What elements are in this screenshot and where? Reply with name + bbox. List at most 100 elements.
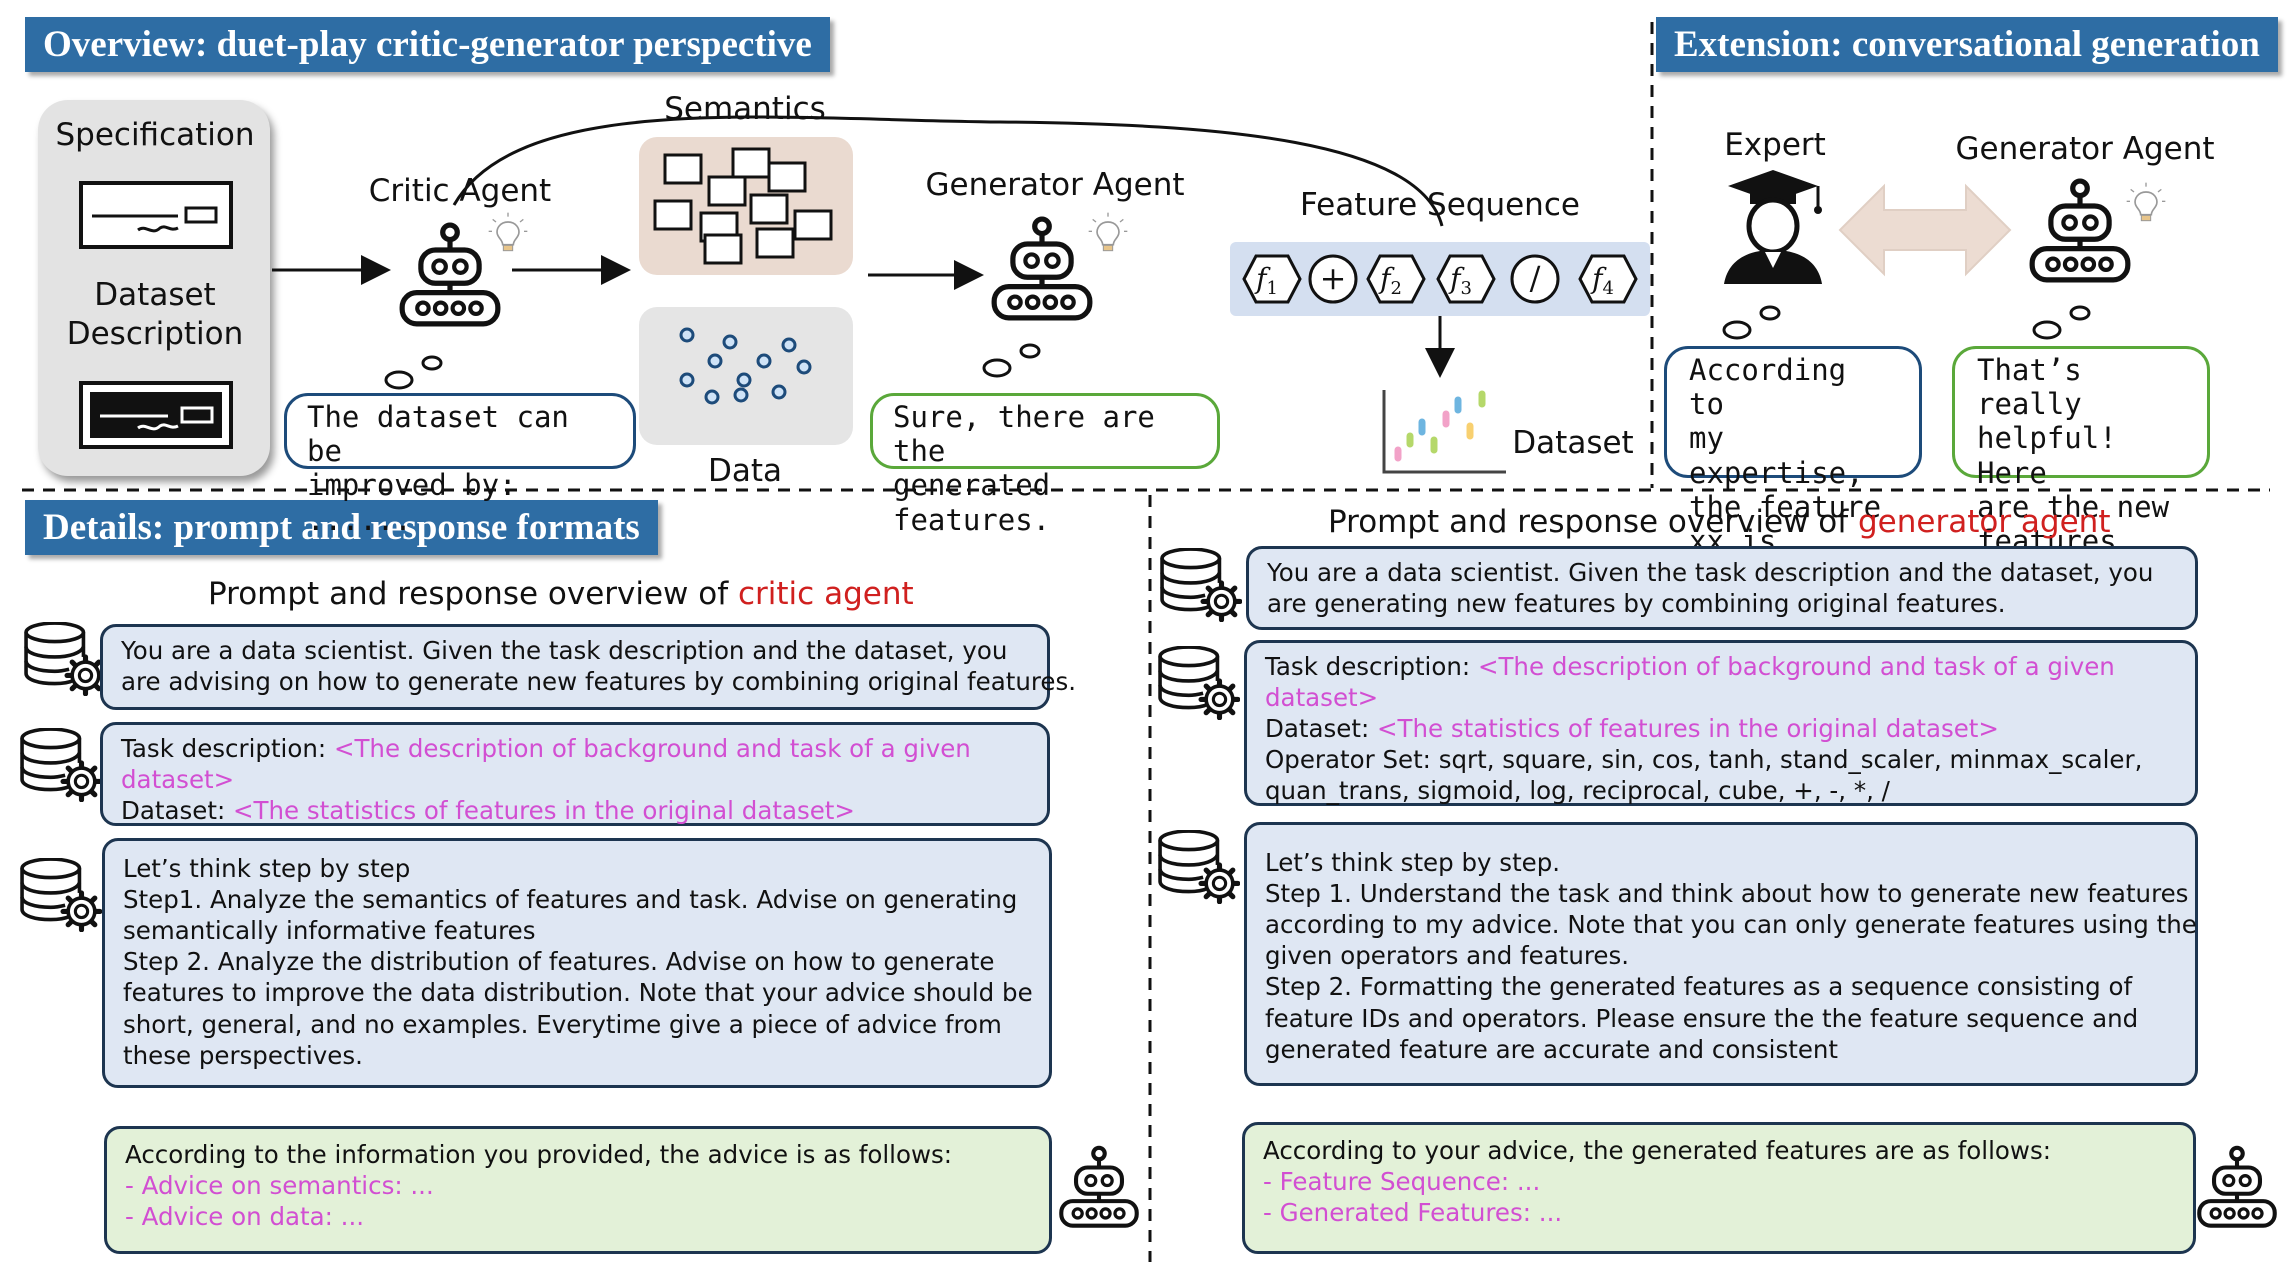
critic-panel-title: Prompt and response overview of critic a… xyxy=(208,576,914,612)
extension-lightbulb-icon xyxy=(2126,181,2166,222)
generator-response-item-2: - Generated Features: ... xyxy=(1263,1198,1563,1228)
expert-graduate-icon xyxy=(1724,170,1822,284)
critic-system-prompt-box: You are a data scientist. Given the task… xyxy=(100,624,1077,710)
critic-response-item-2: - Advice on data: ... xyxy=(125,1202,365,1232)
critic-db-gear-icon-3 xyxy=(20,858,102,932)
generator-thought-dots xyxy=(982,343,1041,378)
generator-robot-icon xyxy=(990,208,1094,332)
critic-db-gear-icon-2 xyxy=(20,728,102,802)
data-label: Data xyxy=(707,453,783,489)
critic-robot-icon xyxy=(398,214,502,338)
token-f3-shape xyxy=(1436,254,1496,304)
critic-lightbulb-icon xyxy=(488,211,528,252)
critic-step-line-4: Step 2. Analyze the distribution of feat… xyxy=(123,947,995,977)
critic-bubble-line-1: The dataset can be xyxy=(307,400,569,469)
generator-response-box: According to your advice, the generated … xyxy=(1242,1122,2196,1254)
generator-ext-bubble-line-2: helpful! Here xyxy=(1977,421,2117,490)
generator-lightbulb-icon xyxy=(1088,211,1128,252)
generator-step-line-7: generated feature are accurate and consi… xyxy=(1265,1034,1839,1064)
token-plus-label: + xyxy=(1320,259,1347,297)
dataset-description-line-1: Dataset xyxy=(94,277,216,313)
token-plus-shape xyxy=(1308,254,1358,304)
expert-speech-bubble: According to my expertise, the feature x… xyxy=(1664,346,1922,592)
critic-response-item-1: - Advice on semantics: ... xyxy=(125,1171,434,1201)
expert-label: Expert xyxy=(1724,127,1826,163)
critic-panel-title-prefix: Prompt and response overview of xyxy=(208,576,738,612)
token-f2-shape xyxy=(1366,254,1426,304)
critic-system-line-1: You are a data scientist. Given the task… xyxy=(121,636,1008,665)
generator-db-gear-icon-1 xyxy=(1160,548,1242,622)
generator-panel-title-prefix: Prompt and response overview of xyxy=(1328,504,1858,540)
expert-thought-dots xyxy=(1722,305,1781,340)
generator-step-line-1: Let’s think step by step. xyxy=(1265,848,1561,877)
generator-task-value-2: dataset> xyxy=(1265,683,1379,713)
critic-panel-title-highlight: critic agent xyxy=(738,576,914,612)
critic-db-gear-icon-1 xyxy=(24,622,106,696)
generator-system-line-1: You are a data scientist. Given the task… xyxy=(1267,558,2154,587)
semantics-label: Semantics xyxy=(664,91,826,127)
generator-step-line-3: according to my advice. Note that you ca… xyxy=(1265,910,2197,940)
token-divide-label: / xyxy=(1530,259,1541,297)
generator-operator-line-1: Operator Set: sqrt, square, sin, cos, ta… xyxy=(1265,745,2143,775)
dataset-label: Dataset xyxy=(1512,425,1634,461)
dataset-document-icon xyxy=(79,381,233,449)
generator-ext-thought-dots xyxy=(2032,305,2091,340)
generator-agent-label: Generator Agent xyxy=(925,167,1185,203)
generator-response-intro: According to your advice, the generated … xyxy=(1263,1136,2051,1165)
details-banner: Details: prompt and response formats xyxy=(25,500,658,555)
overview-banner: Overview: duet-play critic-generator per… xyxy=(25,17,830,72)
generator-panel-title: Prompt and response overview of generato… xyxy=(1328,504,2110,540)
expert-bubble-line-3: the feature xyxy=(1689,489,1882,524)
generator-task-prompt-box: Task description: <The description of ba… xyxy=(1244,640,2198,806)
generator-response-robot-icon xyxy=(2196,1140,2278,1236)
critic-step-line-3: semantically informative features xyxy=(123,916,536,946)
critic-response-box: According to the information you provide… xyxy=(104,1126,1052,1254)
generator-bubble-line-1: Sure, there are the xyxy=(893,400,1155,469)
generator-ext-bubble-line-3: are the new xyxy=(1977,489,2170,524)
token-f1-shape xyxy=(1242,254,1302,304)
critic-agent-label: Critic Agent xyxy=(368,173,552,209)
generator-speech-bubble: Sure, there are the generated features. xyxy=(870,393,1220,537)
generator-bubble-line-2: generated features. xyxy=(893,468,1051,537)
generator-step-line-6: feature IDs and operators. Please ensure… xyxy=(1265,1003,2139,1033)
specification-label: Specification xyxy=(55,117,255,153)
pipeline-arrows xyxy=(272,115,1455,378)
generator-panel-title-highlight: generator agent xyxy=(1858,504,2111,540)
critic-steps-prompt-box: Let’s think step by step Step1. Analyze … xyxy=(102,838,1052,1088)
expert-bubble-line-2: my expertise, xyxy=(1689,421,1864,490)
generator-task-label: Task description: xyxy=(1265,652,1478,681)
token-divide-shape xyxy=(1510,254,1560,304)
critic-response-intro: According to the information you provide… xyxy=(125,1140,953,1169)
critic-step-line-7: these perspectives. xyxy=(123,1040,363,1070)
generator-step-line-2: Step 1. Understand the task and think ab… xyxy=(1265,879,2189,909)
dataset-description-line-2: Description xyxy=(66,315,244,352)
bidirectional-arrow-icon xyxy=(1838,183,2012,277)
generator-db-gear-icon-3 xyxy=(1158,830,1240,904)
dataset-chart-icon xyxy=(1382,390,1506,474)
critic-task-label: Task description: xyxy=(121,734,334,763)
generator-task-value-1: <The description of background and task … xyxy=(1477,652,2115,681)
critic-step-line-6: short, general, and no examples. Everyti… xyxy=(123,1009,1002,1039)
generator-step-line-5: Step 2. Formatting the generated feature… xyxy=(1265,972,2133,1002)
generator-system-prompt-box: You are a data scientist. Given the task… xyxy=(1246,546,2198,630)
generator-ext-speech-bubble: That’s really helpful! Here are the new … xyxy=(1952,346,2210,558)
critic-task-value-1: <The description of background and task … xyxy=(333,734,971,763)
generator-response-item-1: - Feature Sequence: ... xyxy=(1263,1167,1541,1197)
critic-thought-dots xyxy=(384,355,443,390)
critic-step-line-1: Let’s think step by step xyxy=(123,854,411,883)
critic-step-line-2: Step1. Analyze the semantics of features… xyxy=(123,885,1018,915)
expert-bubble-line-1: According to xyxy=(1689,353,1847,422)
generator-system-line-2: are generating new features by combining… xyxy=(1267,589,2006,619)
spec-document-icon xyxy=(79,181,233,249)
generator-db-gear-icon-2 xyxy=(1158,646,1240,720)
critic-dataset-label: Dataset: xyxy=(121,796,233,826)
feature-sequence-tokens: f1 + f2 f3 / f4 xyxy=(1242,254,1638,304)
extension-generator-label: Generator Agent xyxy=(1955,131,2215,167)
critic-step-line-5: features to improve the data distributio… xyxy=(123,978,1033,1008)
generator-dataset-label: Dataset: xyxy=(1265,714,1377,744)
critic-system-line-2: are advising on how to generate new feat… xyxy=(121,667,1077,697)
generator-operator-line-2: quan_trans, sigmoid, log, reciprocal, cu… xyxy=(1265,776,1890,806)
critic-dataset-value: <The statistics of features in the origi… xyxy=(233,796,855,826)
